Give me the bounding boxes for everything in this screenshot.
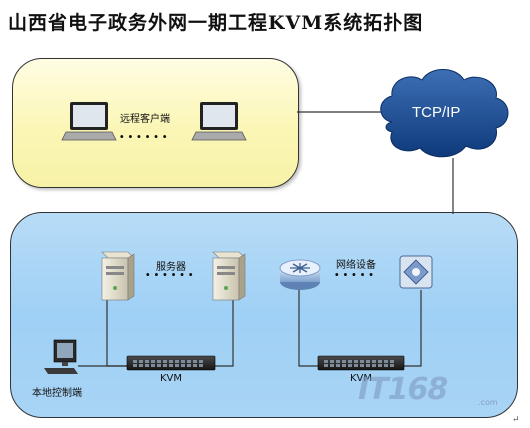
diagram-title: 山西省电子政务外网一期工程KVM系统拓扑图 (8, 12, 424, 34)
laptop-icon-right (191, 102, 247, 141)
watermark-logo: IT168 (358, 372, 448, 407)
network-devices-label: 网络设备 (336, 260, 376, 271)
server1-to-kvm-line (106, 300, 127, 367)
tcpip-cloud-icon (380, 69, 509, 158)
router-to-kvm-line (298, 290, 318, 367)
kvm-left-label: KVM (160, 373, 183, 384)
switch-to-kvm-line (403, 290, 422, 367)
server-icon-right (212, 251, 246, 301)
local-console-label: 本地控制端 (32, 388, 82, 399)
local-network-zone (10, 212, 518, 418)
servers-dots: ······ (145, 265, 197, 284)
server2-to-kvm-line (214, 300, 234, 367)
local-console-icon (44, 339, 78, 374)
remote-client-zone (12, 58, 299, 188)
paragraph-mark: ↵ (512, 415, 520, 425)
router-icon (279, 259, 321, 290)
kvm-switch-right (317, 355, 405, 371)
network-devices-dots: ····· (334, 265, 377, 284)
switch-icon (399, 255, 433, 289)
remote-client-dots: ······ (119, 127, 171, 146)
connection-lines (78, 111, 454, 367)
cloud-label: TCP/IP (412, 104, 461, 121)
kvm-switch-left (126, 355, 216, 371)
remote-client-label: 远程客户端 (120, 114, 170, 125)
kvm-right-label: KVM (350, 373, 373, 384)
laptop-icon-left (61, 102, 117, 141)
server-icon-left (101, 251, 135, 301)
watermark-domain: .com (478, 398, 498, 407)
servers-label: 服务器 (156, 262, 186, 273)
